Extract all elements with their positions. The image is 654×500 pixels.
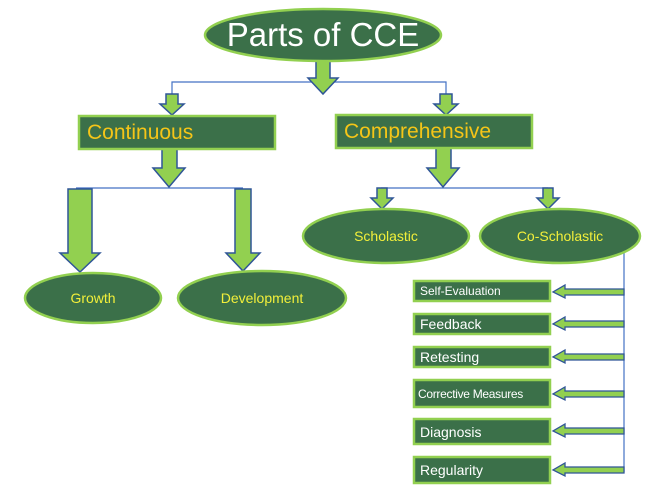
arrow-down-icon [425, 147, 461, 189]
arrow-down-icon [151, 147, 187, 189]
arrow-down-icon [369, 187, 395, 211]
item-corrective-measures-label: Corrective Measures [418, 386, 524, 401]
left-arrows [551, 283, 625, 478]
down-arrows [58, 59, 561, 274]
scholastic-node [301, 207, 471, 265]
branch-comprehensive-label: Comprehensive [344, 119, 492, 143]
arrow-down-icon [224, 188, 262, 273]
arrow-down-icon [158, 93, 186, 117]
scholastic-label: Scholastic [354, 228, 418, 244]
item-box [412, 312, 552, 336]
arrow-down-icon [535, 187, 561, 211]
connector-root-split [171, 81, 447, 98]
development-node [176, 269, 348, 327]
arrow-left-icon [551, 315, 625, 332]
item-box [412, 455, 552, 485]
item-diagnosis-label: Diagnosis [420, 423, 482, 440]
nodes [23, 7, 642, 485]
arrow-left-icon [551, 461, 625, 478]
development-label: Development [220, 290, 304, 306]
arrow-down-icon [306, 59, 340, 96]
arrow-left-icon [551, 422, 625, 439]
arrow-left-icon [551, 385, 625, 402]
item-retesting-label: Retesting [420, 349, 480, 365]
branch-continuous-label: Continuous [87, 120, 194, 144]
co-scholastic-label: Co-Scholastic [516, 228, 604, 244]
arrow-left-icon [551, 283, 625, 300]
item-box [412, 345, 552, 369]
growth-node [23, 271, 163, 325]
root-node [203, 7, 443, 63]
co-scholastic-node [478, 207, 642, 265]
item-self-evaluation-label: Self-Evaluation [420, 284, 501, 298]
item-box [412, 378, 552, 409]
branch-continuous-node [77, 114, 277, 151]
root-label: Parts of CCE [226, 16, 420, 53]
item-regularity-label: Regularity [420, 462, 484, 478]
item-box [412, 417, 552, 446]
item-feedback-label: Feedback [420, 316, 482, 332]
branch-comprehensive-node [334, 113, 534, 150]
arrow-down-icon [432, 93, 460, 117]
arrow-down-icon [58, 188, 102, 274]
item-box [412, 279, 552, 303]
arrow-left-icon [551, 348, 625, 365]
growth-label: Growth [70, 290, 116, 306]
